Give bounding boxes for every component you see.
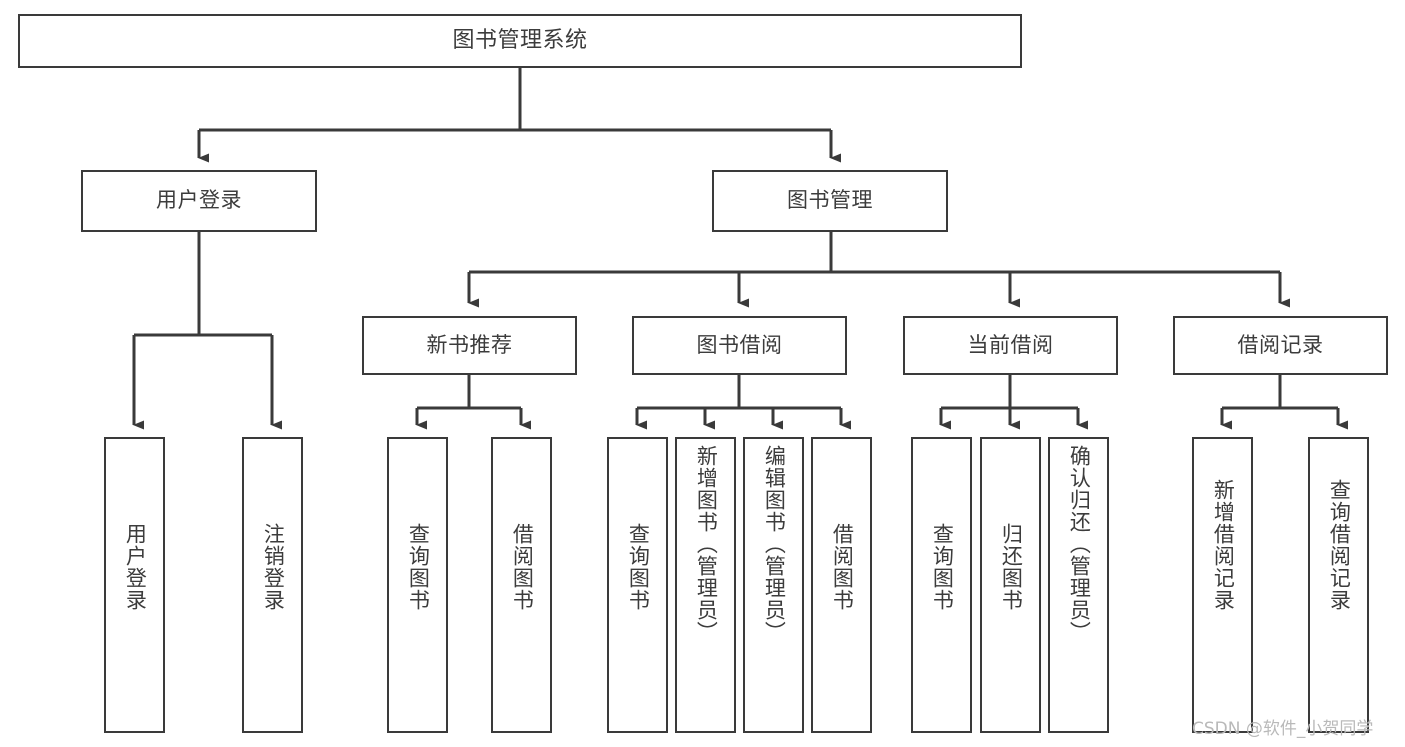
node-label: 查询图书: [406, 523, 431, 611]
node-leaf-add-book[interactable]: 新增图书（管理员）: [675, 437, 736, 733]
node-label: 查询借阅记录: [1327, 479, 1352, 611]
node-label: 借阅图书: [510, 523, 535, 611]
node-label: 借阅图书: [830, 523, 855, 611]
node-leaf-add-record[interactable]: 新增借阅记录: [1192, 437, 1253, 733]
node-book-borrow[interactable]: 图书借阅: [632, 316, 847, 375]
node-user-login[interactable]: 用户登录: [81, 170, 317, 232]
node-leaf-confirm-return[interactable]: 确认归还（管理员）: [1048, 437, 1109, 733]
node-label: 确认归还（管理员）: [1067, 445, 1092, 643]
node-leaf-query-book-3[interactable]: 查询图书: [911, 437, 972, 733]
node-label: 查询图书: [626, 523, 651, 611]
node-label: 借阅记录: [1237, 332, 1324, 357]
watermark-csdn: CSDN @软件_小贺同学: [1192, 719, 1374, 739]
node-label: 图书管理: [787, 188, 873, 213]
node-current-borrow[interactable]: 当前借阅: [903, 316, 1118, 375]
node-label: 新增图书（管理员）: [694, 445, 719, 643]
node-leaf-logout[interactable]: 注销登录: [242, 437, 303, 733]
node-label: 图书管理系统: [452, 27, 588, 53]
node-book-manage[interactable]: 图书管理: [712, 170, 948, 232]
node-label: 当前借阅: [967, 332, 1054, 357]
node-label: 用户登录: [156, 188, 242, 213]
node-label: 归还图书: [999, 523, 1024, 611]
node-leaf-borrow-book-2[interactable]: 借阅图书: [811, 437, 872, 733]
node-label: 查询图书: [930, 523, 955, 611]
node-leaf-edit-book[interactable]: 编辑图书（管理员）: [743, 437, 804, 733]
node-leaf-query-record[interactable]: 查询借阅记录: [1308, 437, 1369, 733]
node-new-book-recommend[interactable]: 新书推荐: [362, 316, 577, 375]
node-label: 编辑图书（管理员）: [762, 445, 787, 643]
node-leaf-borrow-book-1[interactable]: 借阅图书: [491, 437, 552, 733]
node-label: 用户登录: [123, 523, 148, 611]
node-label: 注销登录: [261, 523, 286, 611]
node-leaf-query-book-1[interactable]: 查询图书: [387, 437, 448, 733]
node-label: 新增借阅记录: [1211, 479, 1236, 611]
node-root-system[interactable]: 图书管理系统: [18, 14, 1022, 68]
node-leaf-query-book-2[interactable]: 查询图书: [607, 437, 668, 733]
node-leaf-return-book[interactable]: 归还图书: [980, 437, 1041, 733]
node-leaf-user-login[interactable]: 用户登录: [104, 437, 165, 733]
node-label: 新书推荐: [426, 332, 513, 357]
node-borrow-record[interactable]: 借阅记录: [1173, 316, 1388, 375]
node-label: 图书借阅: [696, 332, 783, 357]
